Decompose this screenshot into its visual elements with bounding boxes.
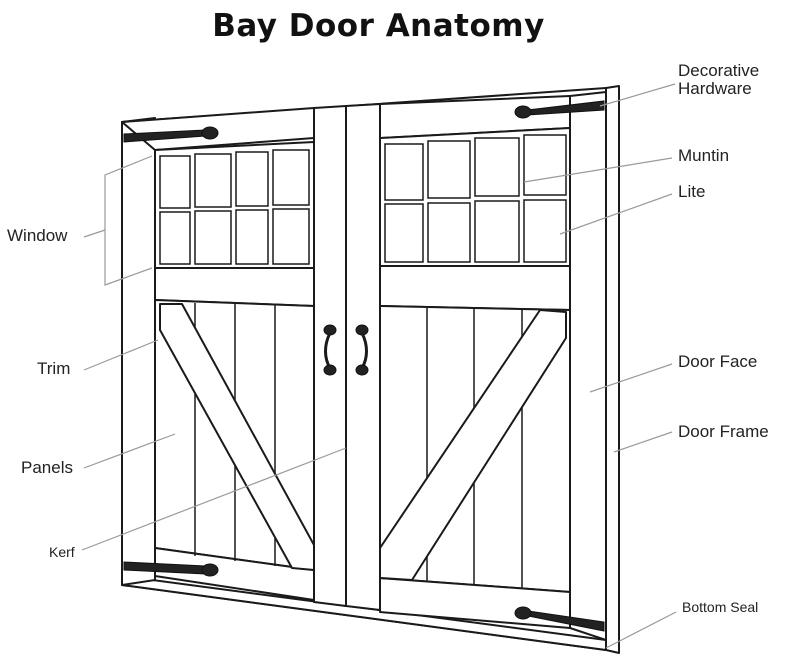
door-frame-side <box>605 85 620 654</box>
label-kerf: Kerf <box>49 544 75 560</box>
label-decorative-hardware: Decorative Hardware <box>678 61 760 98</box>
leader-window <box>83 229 106 238</box>
left-window-muntins <box>159 149 310 265</box>
label-trim: Trim <box>37 359 71 378</box>
leader-panels <box>83 433 176 469</box>
label-muntin: Muntin <box>678 146 730 165</box>
right-cross-brace <box>379 309 567 581</box>
decorative-hardware-top-left <box>123 126 219 143</box>
leader-door-face <box>589 363 673 393</box>
label-door-face: Door Face <box>678 352 758 371</box>
leader-door-frame <box>613 431 673 453</box>
leader-kerf <box>81 447 347 551</box>
right-window-muntins <box>384 134 567 263</box>
door-handle-left <box>323 324 337 376</box>
label-door-frame: Door Frame <box>678 422 769 441</box>
left-cross-brace <box>159 303 315 571</box>
right-mid-rail <box>379 265 571 311</box>
label-lite: Lite <box>678 182 706 201</box>
leader-trim <box>83 339 159 371</box>
leader-decorative-hardware <box>599 83 676 107</box>
decorative-hardware-bottom-left <box>123 561 219 577</box>
label-window: Window <box>7 226 68 245</box>
leader-muntin <box>523 157 673 183</box>
decorative-hardware-bottom-right <box>514 606 605 632</box>
left-door-stile <box>121 117 156 586</box>
label-bottom-seal: Bottom Seal <box>682 599 759 615</box>
right-door-stile <box>569 91 607 641</box>
diagram-title: Bay Door Anatomy <box>212 8 545 44</box>
left-center-stile <box>313 105 347 607</box>
leader-bottom-seal <box>605 611 677 649</box>
decorative-hardware-top-right <box>514 100 605 119</box>
door-handle-right <box>355 324 369 376</box>
leader-lite <box>559 193 673 235</box>
right-center-stile <box>345 103 381 611</box>
label-panels: Panels <box>21 458 73 477</box>
